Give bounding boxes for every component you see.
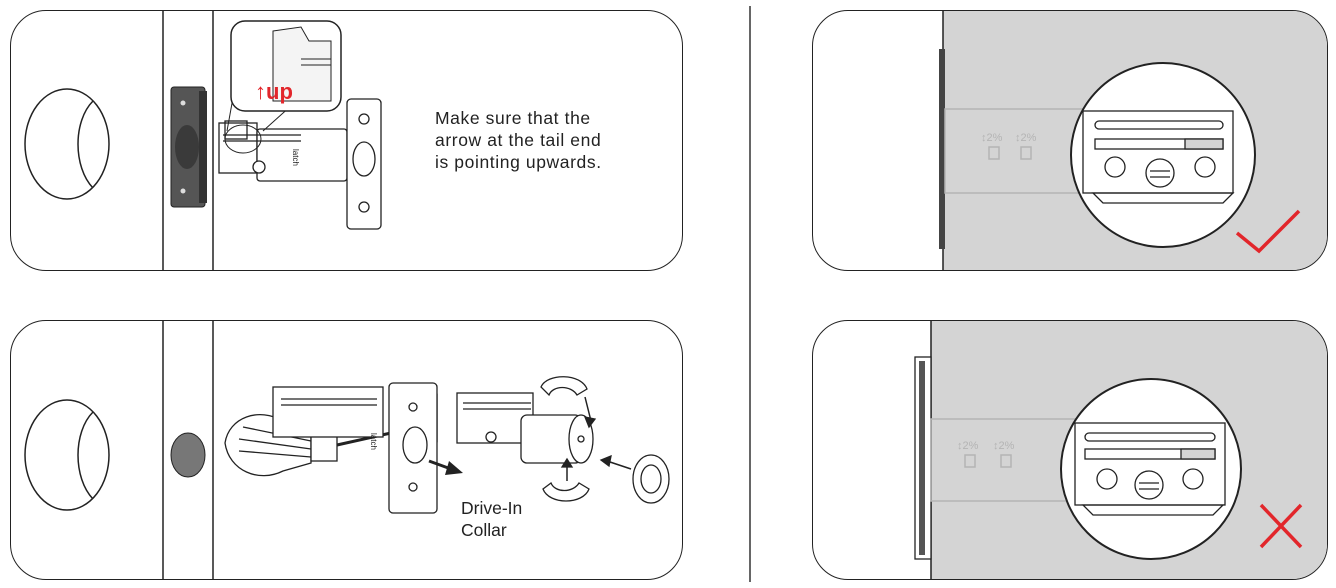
- collar-halves-icon: [540, 376, 597, 502]
- protruding-faceplate-icon: [914, 356, 932, 560]
- latch-stamp: latch: [291, 149, 300, 166]
- correct-installation-illustration: ↕2% ↕2%: [939, 11, 1327, 270]
- latch-assembly-icon: latch: [272, 382, 438, 514]
- check-mark-icon: [1235, 209, 1301, 254]
- latch-body-outline-icon: ↕2% ↕2%: [944, 108, 1106, 194]
- exploded-latch-icon: [456, 392, 594, 464]
- flush-faceplate-icon: [939, 49, 945, 249]
- cross-mark-icon: [1259, 503, 1303, 549]
- column-divider: [749, 6, 751, 582]
- push-direction-arrow-icon: [428, 459, 463, 475]
- incorrect-installation-illustration: ↕2% ↕2%: [914, 321, 1327, 579]
- step-panel-drive-in-collar: latch D: [10, 320, 683, 580]
- door-edge-plate-icon: [170, 86, 207, 208]
- arrow-up-marker: ↑up: [255, 79, 293, 104]
- zoom-callout-icon: ↑up: [224, 20, 342, 154]
- collar-label-line-2: Collar: [461, 520, 507, 540]
- magnifier-circle-icon: [1070, 62, 1256, 248]
- instruction-line-3: is pointing upwards.: [435, 152, 602, 172]
- collar-ring-icon: [599, 454, 670, 504]
- door-bore-hole-icon: [170, 432, 206, 478]
- instruction-text: Make sure that the arrow at the tail end…: [435, 107, 602, 173]
- latch-stamp: latch: [369, 433, 378, 450]
- tail-marking-1: ↕2%: [957, 440, 979, 452]
- step-panel-arrow-orientation: latch ↑up Make sure that the arrow at th…: [10, 10, 683, 271]
- tail-marking-2: ↕2%: [993, 440, 1015, 452]
- door-knob-icon: [24, 88, 110, 200]
- latch-assembly-icon: latch: [218, 98, 382, 230]
- tail-marking-2: ↕2%: [1015, 132, 1037, 144]
- correct-installation-panel: ↕2% ↕2%: [812, 10, 1328, 271]
- collar-label-line-1: Drive-In: [461, 498, 523, 518]
- door-knob-icon: [24, 399, 110, 511]
- instruction-line-2: arrow at the tail end: [435, 130, 602, 150]
- tail-marking-1: ↕2%: [981, 132, 1003, 144]
- incorrect-installation-panel: ↕2% ↕2%: [812, 320, 1328, 580]
- arrow-orientation-illustration: latch ↑up: [24, 11, 382, 270]
- instruction-line-1: Make sure that the: [435, 108, 591, 128]
- magnifier-circle-icon: [1060, 378, 1242, 560]
- drive-in-collar-illustration: latch: [24, 321, 670, 579]
- drive-in-collar-label: Drive-In Collar: [461, 497, 522, 541]
